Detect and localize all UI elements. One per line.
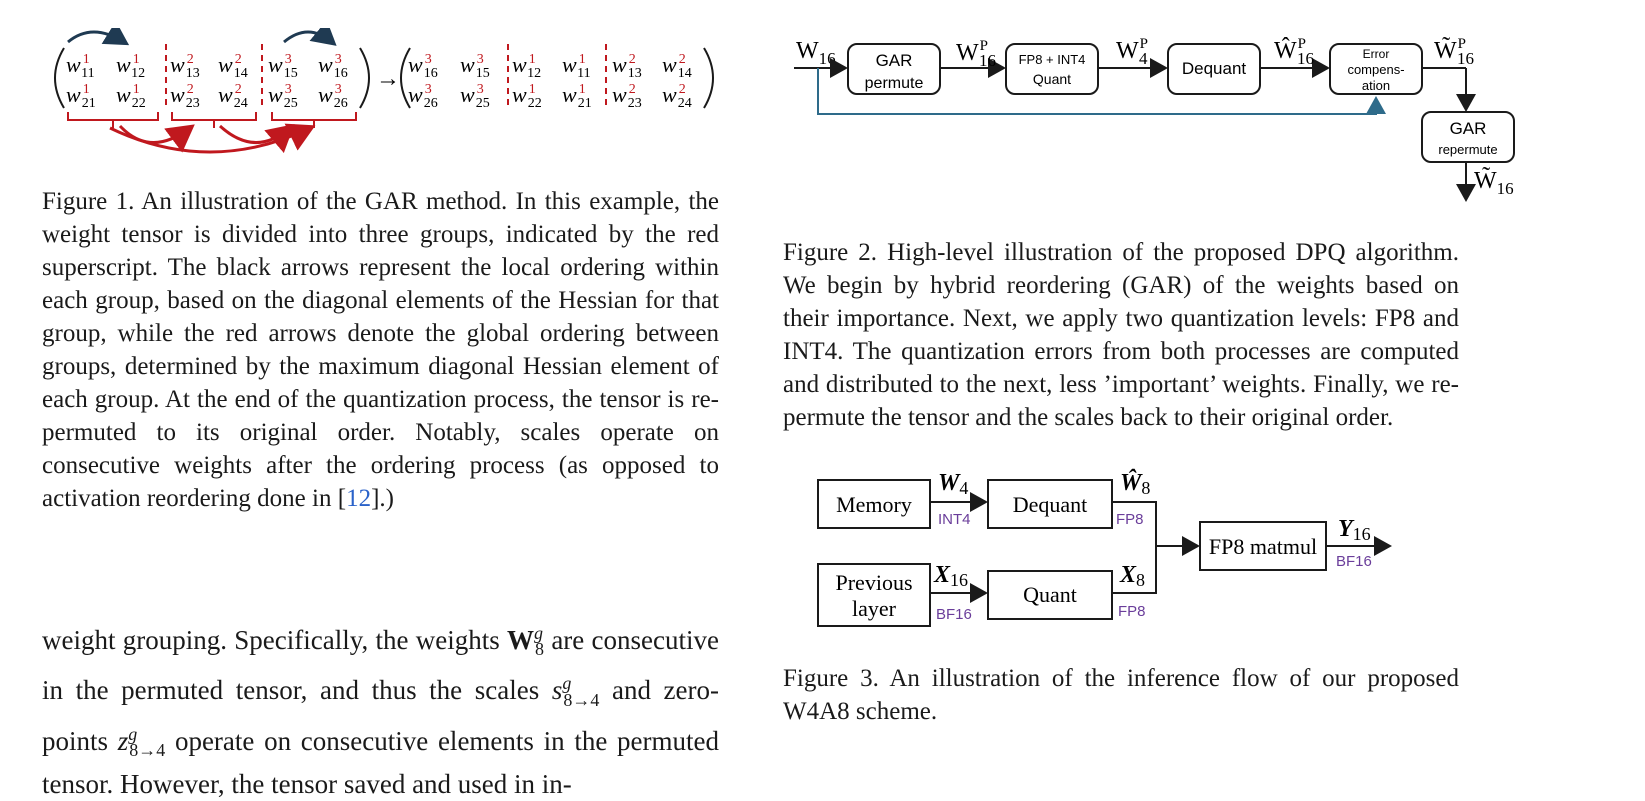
svg-text:Quant: Quant (1033, 71, 1071, 87)
citation-link[interactable]: 12 (346, 485, 372, 512)
x16-label: X16 (933, 562, 968, 590)
local-order-arrow-group1 (67, 28, 130, 46)
bf16-dtype-input: BF16 (936, 606, 972, 623)
svg-text:permute: permute (865, 75, 924, 92)
global-order-arrow-1 (118, 124, 195, 153)
mapping-arrow: → (376, 66, 400, 92)
memory-box (817, 479, 931, 529)
dequant-box-fig3 (987, 479, 1113, 529)
figure-3-diagram: Memory W4 INT4 Dequant Ŵ8 FP8 Previous l… (817, 469, 1392, 627)
svg-text:Dequant: Dequant (1182, 59, 1247, 78)
svg-text:GAR: GAR (876, 51, 913, 70)
y16-label: Y16 (1338, 516, 1371, 544)
w8-hat-label: Ŵ8 (1120, 469, 1150, 498)
local-order-arrow-group3 (283, 28, 337, 46)
figure-2-caption: Figure 2. High-level illustration of the… (783, 239, 1459, 431)
output-w16-label: W̃16 (1474, 166, 1514, 198)
int4-dtype: INT4 (938, 511, 971, 528)
right-paren-open (400, 47, 411, 109)
svg-text:Previous: Previous (836, 570, 913, 595)
right-paren-close (703, 47, 714, 109)
previous-layer-box (817, 563, 931, 627)
global-order-arrow-2 (218, 124, 295, 154)
fp8-matmul-box (1199, 521, 1327, 571)
body-paragraph: weight grouping. Specifically, the weigh… (42, 623, 720, 800)
svg-text:ation: ation (1362, 78, 1390, 93)
figure-3-caption: Figure 3. An illustration of the inferen… (783, 665, 1459, 725)
caption-1-text: Figure 1. An illustration of the GAR met… (42, 188, 719, 512)
svg-text:FP8 + INT4: FP8 + INT4 (1019, 52, 1086, 67)
group2-bracket (171, 112, 257, 128)
svg-text:Error: Error (1363, 47, 1390, 61)
w4-label: W4 (938, 470, 968, 498)
svg-text:repermute: repermute (1438, 142, 1497, 157)
svg-text:FP8 matmul: FP8 matmul (1209, 534, 1317, 559)
group3-bracket (271, 112, 357, 128)
fp8-dtype-bottom: FP8 (1118, 603, 1146, 620)
group1-bracket (67, 112, 159, 128)
figure-1-caption: Figure 1. An illustration of the GAR met… (42, 185, 719, 515)
svg-text:Memory: Memory (836, 492, 912, 517)
svg-text:Quant: Quant (1023, 582, 1077, 607)
svg-text:layer: layer (852, 596, 897, 621)
skip-connection-line (817, 68, 1386, 115)
gar-repermute-box (1421, 111, 1515, 163)
svg-text:GAR: GAR (1450, 119, 1487, 138)
left-paren-close (359, 47, 370, 109)
global-order-arrow-3 (109, 123, 316, 154)
caption-1-end: ].) (371, 485, 394, 512)
x8-label: X8 (1119, 562, 1145, 590)
bf16-dtype-output: BF16 (1336, 553, 1372, 570)
left-paren-open (54, 47, 65, 109)
input-w16-label: W16 (796, 38, 836, 68)
svg-text:compens-: compens- (1347, 62, 1404, 77)
fp8-dtype-top: FP8 (1116, 511, 1144, 528)
quant-box-fig3 (987, 570, 1113, 620)
svg-text:Dequant: Dequant (1013, 492, 1088, 517)
